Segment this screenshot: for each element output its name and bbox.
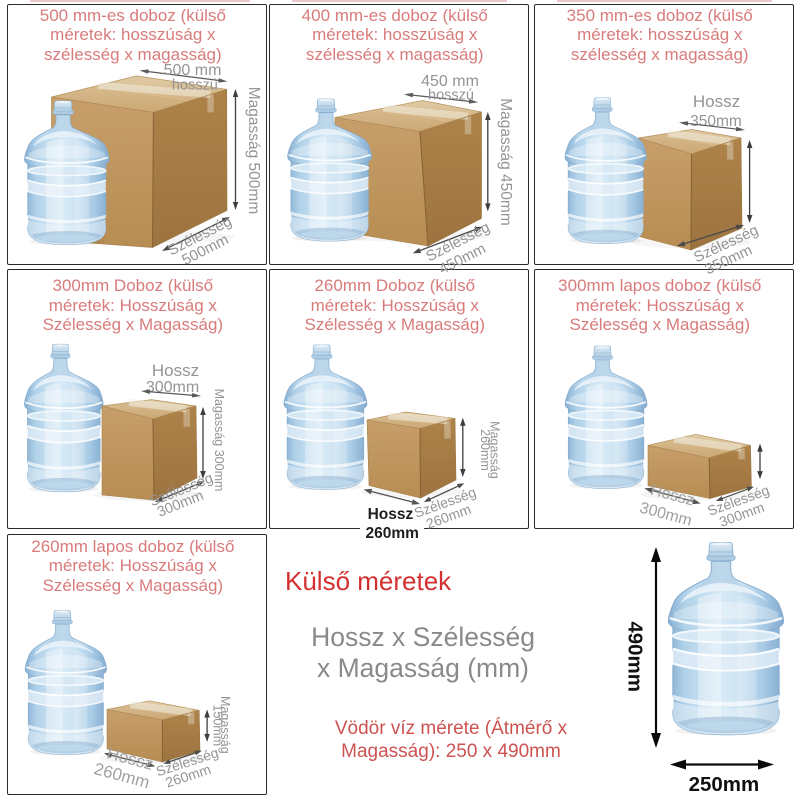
svg-text:500 mm: 500 mm [164, 62, 222, 79]
svg-text:Magasság 500mm: Magasság 500mm [245, 87, 262, 215]
svg-text:hosszú: hosszú [172, 78, 218, 94]
svg-text:Magasság 300mm: Magasság 300mm [212, 389, 226, 492]
svg-text:450 mm: 450 mm [421, 73, 479, 90]
svg-text:Magasság: Magasság [218, 696, 232, 754]
svg-text:Hossz: Hossz [152, 361, 199, 380]
svg-text:490mm: 490mm [623, 621, 646, 692]
svg-text:300mm: 300mm [146, 379, 199, 396]
svg-text:260mm: 260mm [478, 429, 492, 471]
svg-text:Magasság: Magasság [488, 421, 502, 479]
svg-text:260mm: 260mm [365, 525, 418, 542]
svg-text:350mm: 350mm [690, 113, 742, 130]
svg-text:150mm: 150mm [210, 704, 224, 746]
svg-text:Magasság 450mm: Magasság 450mm [497, 98, 514, 226]
svg-text:hosszú: hosszú [428, 88, 474, 104]
svg-text:Hossz: Hossz [368, 506, 414, 523]
svg-text:250mm: 250mm [689, 773, 760, 796]
svg-text:Hossz: Hossz [693, 92, 740, 111]
